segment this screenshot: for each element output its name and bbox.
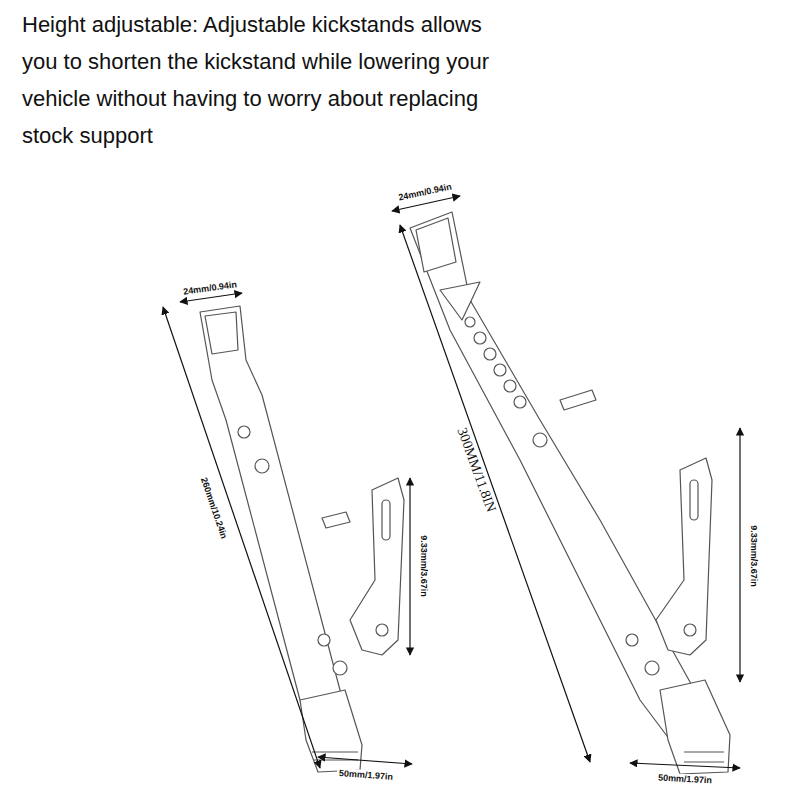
stand-web bbox=[440, 282, 480, 320]
hole bbox=[474, 332, 486, 344]
heading-text: Height adjustable: Adjustable kickstands… bbox=[22, 6, 502, 154]
dimension-line bbox=[400, 225, 590, 762]
hole bbox=[626, 634, 638, 646]
hole bbox=[238, 426, 250, 438]
hole bbox=[465, 317, 475, 327]
mount-bracket bbox=[350, 478, 404, 655]
dimension-label: 50mm/1.97in bbox=[337, 768, 396, 782]
hole bbox=[318, 634, 330, 646]
bracket-slot bbox=[382, 500, 390, 540]
dimension-line bbox=[739, 428, 740, 682]
dimension-lines bbox=[163, 196, 740, 768]
dimension-label: 50mm/1.97in bbox=[656, 772, 714, 785]
dimension-line bbox=[318, 757, 412, 764]
dimension-line bbox=[163, 307, 320, 768]
foot-plate bbox=[660, 680, 730, 774]
hole bbox=[494, 364, 506, 376]
dimension-label: 9.33mm/3.67in bbox=[749, 523, 759, 589]
dimension-label: 9.33mm/3.67in bbox=[419, 533, 429, 599]
right-kickstand bbox=[410, 212, 730, 774]
bolt bbox=[560, 390, 596, 410]
hole bbox=[684, 624, 696, 636]
dimension-label: 260mm/10.24in bbox=[198, 474, 230, 542]
dimension-label: 300MM/11.8IN bbox=[453, 424, 500, 516]
bracket-slot bbox=[690, 480, 698, 520]
stand-clevis bbox=[416, 218, 456, 272]
hole bbox=[333, 661, 347, 675]
dimension-line bbox=[409, 478, 410, 655]
bolt bbox=[322, 512, 350, 528]
stand-clevis bbox=[205, 312, 238, 354]
dimension-line bbox=[630, 763, 740, 768]
hole bbox=[504, 380, 516, 392]
left-kickstand bbox=[200, 306, 404, 772]
stand-bar bbox=[410, 212, 712, 748]
hole bbox=[255, 459, 269, 473]
hole bbox=[484, 348, 496, 360]
hole bbox=[645, 661, 659, 675]
hole bbox=[533, 433, 547, 447]
mount-bracket bbox=[656, 458, 712, 655]
hole bbox=[514, 396, 526, 408]
foot-grip bbox=[684, 752, 724, 762]
hole bbox=[376, 624, 388, 636]
